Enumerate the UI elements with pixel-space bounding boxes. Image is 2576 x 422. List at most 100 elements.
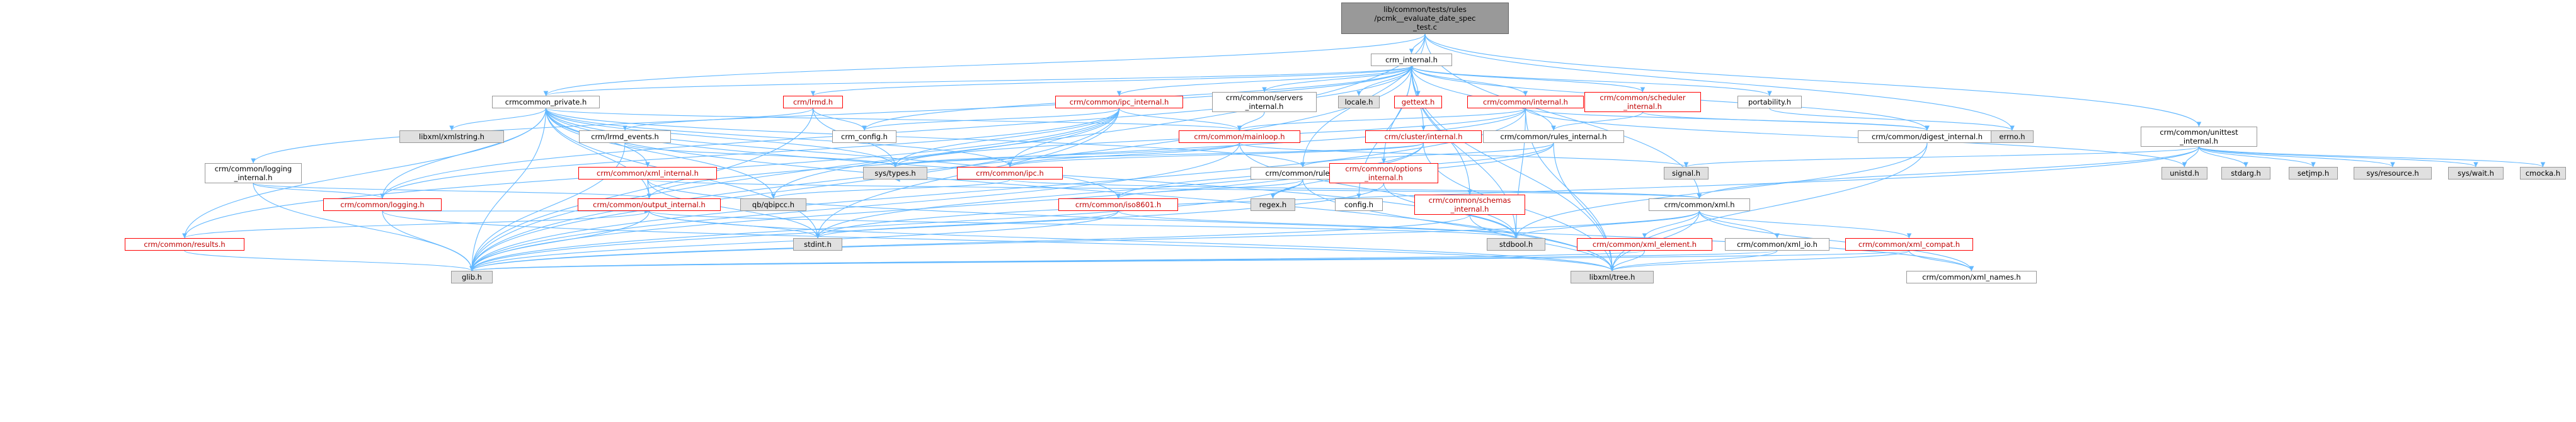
edge-cluster-internal-to-crm-ipc [1007,142,1424,168]
edge-xml-compat-to-xml-names [1908,250,1974,271]
node-xml-compat[interactable]: crm/common/xml_compat.h [1845,238,1973,251]
node-xml-names[interactable]: crm/common/xml_names.h [1906,271,2037,283]
node-label-line: crm/common/ipc_internal.h [1069,98,1169,106]
node-label-line: crm/common/unittest [2160,128,2238,137]
edge-logging-internal-to-crm-logging [253,183,385,199]
node-setjmp[interactable]: setjmp.h [2289,167,2338,180]
node-qb-ipcc[interactable]: qb/qbipcc.h [740,198,806,211]
node-crm-ipc[interactable]: crm/common/ipc.h [957,167,1063,180]
node-label-line: _internal.h [1365,173,1403,182]
node-libxml-xmlstring[interactable]: libxml/xmlstring.h [399,130,504,143]
node-scheduler-internal[interactable]: crm/common/scheduler_internal.h [1584,92,1701,112]
node-xml-element[interactable]: crm/common/xml_element.h [1577,238,1712,251]
node-label-line: _internal.h [1245,102,1284,111]
node-unistd[interactable]: unistd.h [2161,167,2207,180]
node-iso8601[interactable]: crm/common/iso8601.h [1058,198,1178,211]
edge-crm-xml-to-xml-io [1698,210,1780,239]
edge-xml-io-to-libxml-tree [1610,250,1778,271]
node-signal[interactable]: signal.h [1664,167,1709,180]
node-regex[interactable]: regex.h [1251,198,1295,211]
node-label-line: libxml/tree.h [1589,273,1635,282]
node-label-line: _internal.h [1450,205,1489,214]
node-crm-xml[interactable]: crm/common/xml.h [1649,198,1750,211]
edge-root-to-crmcommon-private [543,33,1426,96]
node-errno[interactable]: errno.h [1991,130,2034,143]
node-label-line: crm/common/results.h [144,240,226,249]
node-gettext[interactable]: gettext.h [1394,96,1442,108]
node-glib[interactable]: glib.h [451,271,493,283]
node-label-line: crm/common/mainloop.h [1194,132,1285,141]
node-servers-internal[interactable]: crm/common/servers_internal.h [1212,92,1317,112]
node-label-line: sys/resource.h [2366,169,2419,178]
node-locale[interactable]: locale.h [1338,96,1380,108]
edge-crm-internal-to-ipc-internal [1116,66,1412,96]
node-label-line: locale.h [1344,98,1373,106]
node-label-line: crm/common/xml_names.h [1922,273,2021,282]
node-cmocka[interactable]: cmocka.h [2520,167,2566,180]
node-schemas-internal[interactable]: crm/common/schemas_internal.h [1414,195,1525,215]
node-label-line: sys/types.h [874,169,916,178]
edge-logging-internal-to-glib [253,183,474,271]
edge-crmcommon-private-to-mainloop [545,108,1242,131]
node-cluster-internal[interactable]: crm/cluster/internal.h [1365,130,1482,143]
node-root[interactable]: lib/common/tests/rules/pcmk__evaluate_da… [1341,3,1509,34]
node-label-line: crm/common/xml_element.h [1592,240,1697,249]
node-portability[interactable]: portability.h [1737,96,1802,108]
edge-mainloop-to-crm-ipc [1007,142,1240,168]
edge-xml-compat-to-glib [470,250,1910,271]
node-crm-internal[interactable]: crm_internal.h [1371,54,1452,66]
edge-crm-xml-to-glib [469,210,1700,271]
node-rules-internal[interactable]: crm/common/rules_internal.h [1483,130,1624,143]
edge-crm-xml-to-xml-compat [1698,210,1912,239]
node-stdbool[interactable]: stdbool.h [1487,238,1545,251]
edge-crm-internal-to-scheduler-internal [1411,66,1646,93]
node-stdint[interactable]: stdint.h [793,238,842,251]
node-sys-types[interactable]: sys/types.h [863,167,927,180]
node-output-internal[interactable]: crm/common/output_internal.h [578,198,721,211]
edge-unittest-internal-to-setjmp [2198,146,2316,168]
node-label-line: crm/lrmd_events.h [591,132,659,141]
node-options-internal[interactable]: crm/common/options_internal.h [1329,163,1438,183]
edge-unittest-internal-to-sys-resource [2198,146,2395,168]
node-xml-io[interactable]: crm/common/xml_io.h [1725,238,1829,251]
edge-crm-xml-to-xml-element [1642,210,1700,239]
node-digest-internal[interactable]: crm/common/digest_internal.h [1858,130,1996,143]
edge-unittest-internal-to-sys-wait [2198,146,2478,168]
node-mainloop[interactable]: crm/common/mainloop.h [1179,130,1300,143]
node-results[interactable]: crm/common/results.h [125,238,244,251]
node-xml-internal[interactable]: crm/common/xml_internal.h [578,167,717,180]
node-crm-logging[interactable]: crm/common/logging.h [323,198,442,211]
node-crm-config[interactable]: crm_config.h [832,130,896,143]
node-stdarg[interactable]: stdarg.h [2221,167,2270,180]
node-logging-internal[interactable]: crm/common/logging_internal.h [205,163,302,183]
edge-rules-internal-to-libxml-tree [1553,142,1615,271]
node-sys-resource[interactable]: sys/resource.h [2354,167,2432,180]
node-label-line: crm_config.h [841,132,888,141]
node-label-line: portability.h [1748,98,1792,106]
edge-ipc-internal-to-crm-logging [380,108,1120,199]
node-config[interactable]: config.h [1335,198,1383,211]
edge-xml-io-to-glib [470,250,1778,271]
edge-rules-internal-to-rules [1300,142,1554,168]
node-ipc-internal[interactable]: crm/common/ipc_internal.h [1055,96,1183,108]
node-label-line: crm/common/iso8601.h [1075,200,1162,209]
node-label-line: stdarg.h [2231,169,2261,178]
edge-root-to-unittest-internal [1424,33,2202,127]
edge-crm-ipc-to-qb-ipcc [770,179,1010,199]
node-crmcommon-private[interactable]: crmcommon_private.h [492,96,600,108]
edge-results-to-glib [184,250,474,271]
edge-unittest-internal-to-signal [1684,146,2200,168]
node-lrmd-events[interactable]: crm/lrmd_events.h [579,130,671,143]
edge-crm-lrmd-to-glib [469,108,814,271]
node-crm-lrmd[interactable]: crm/lrmd.h [783,96,843,108]
node-rules[interactable]: crm/common/rules.h [1251,167,1355,180]
node-label-line: crm/common/servers [1225,93,1303,102]
edge-common-internal-to-output-internal [646,108,1526,199]
edge-crm-internal-to-crm-logging [380,66,1412,199]
node-label-line: crm/common/xml.h [1664,200,1735,209]
node-common-internal[interactable]: crm/common/internal.h [1467,96,1584,108]
node-sys-wait[interactable]: sys/wait.h [2448,167,2504,180]
node-libxml-tree[interactable]: libxml/tree.h [1571,271,1654,283]
edge-crmcommon-private-to-crm-ipc [545,108,1012,168]
node-unittest-internal[interactable]: crm/common/unittest_internal.h [2141,127,2257,147]
